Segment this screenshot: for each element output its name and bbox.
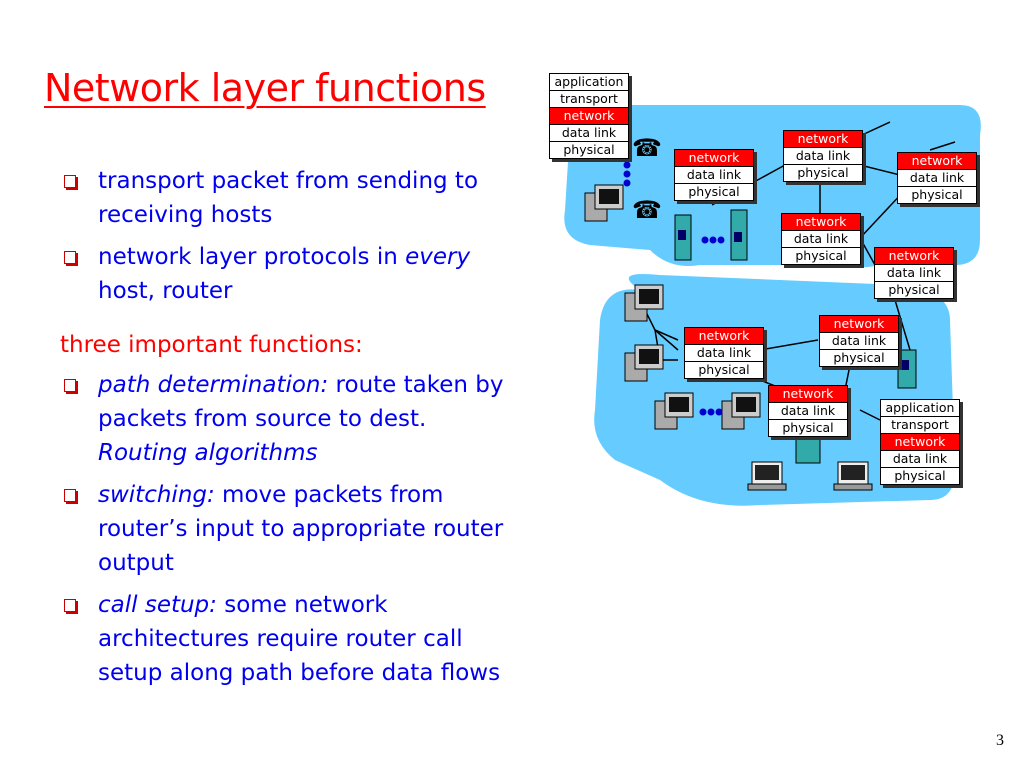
router-stack: network data link physical xyxy=(781,213,861,265)
bullet-box-icon xyxy=(64,599,76,612)
server-icons xyxy=(674,209,917,464)
svg-text:☎: ☎ xyxy=(632,196,662,224)
host-protocol-stack-bottom: application transport network data link … xyxy=(880,399,960,485)
router-stack: network data link physical xyxy=(897,152,977,204)
router-stack: network data link physical xyxy=(819,315,899,367)
ellipsis-dots xyxy=(623,161,725,416)
bullet-item: switching: move packets from router’s in… xyxy=(60,478,510,580)
bullet-box-icon xyxy=(64,489,76,502)
router-stack: network data link physical xyxy=(684,327,764,379)
laptop-icons xyxy=(747,461,873,491)
bullet-box-icon xyxy=(64,251,76,264)
subheading: three important functions: xyxy=(60,332,363,358)
page-number: 3 xyxy=(996,732,1004,749)
bullet-box-icon xyxy=(64,175,76,188)
upper-network-cloud xyxy=(564,105,981,268)
slide-title: Network layer functions xyxy=(44,66,486,110)
desktop-computers xyxy=(584,184,761,430)
telephone-icons: ☎ ☎ xyxy=(632,134,662,224)
router-stack: network data link physical xyxy=(768,385,848,437)
bullet-list: transport packet from sending to receivi… xyxy=(60,164,510,698)
router-stack: network data link physical xyxy=(874,247,954,299)
bullet-item: network layer protocols in every host, r… xyxy=(60,240,510,308)
bullet-box-icon xyxy=(64,379,76,392)
bullet-item: path determination: route taken by packe… xyxy=(60,368,510,470)
svg-text:☎: ☎ xyxy=(632,134,662,162)
router-stack: network data link physical xyxy=(783,130,863,182)
bullet-item: call setup: some network architectures r… xyxy=(60,588,510,690)
router-stack: network data link physical xyxy=(674,149,754,201)
host-protocol-stack-top: application transport network data link … xyxy=(549,73,629,159)
bullet-item: transport packet from sending to receivi… xyxy=(60,164,510,232)
